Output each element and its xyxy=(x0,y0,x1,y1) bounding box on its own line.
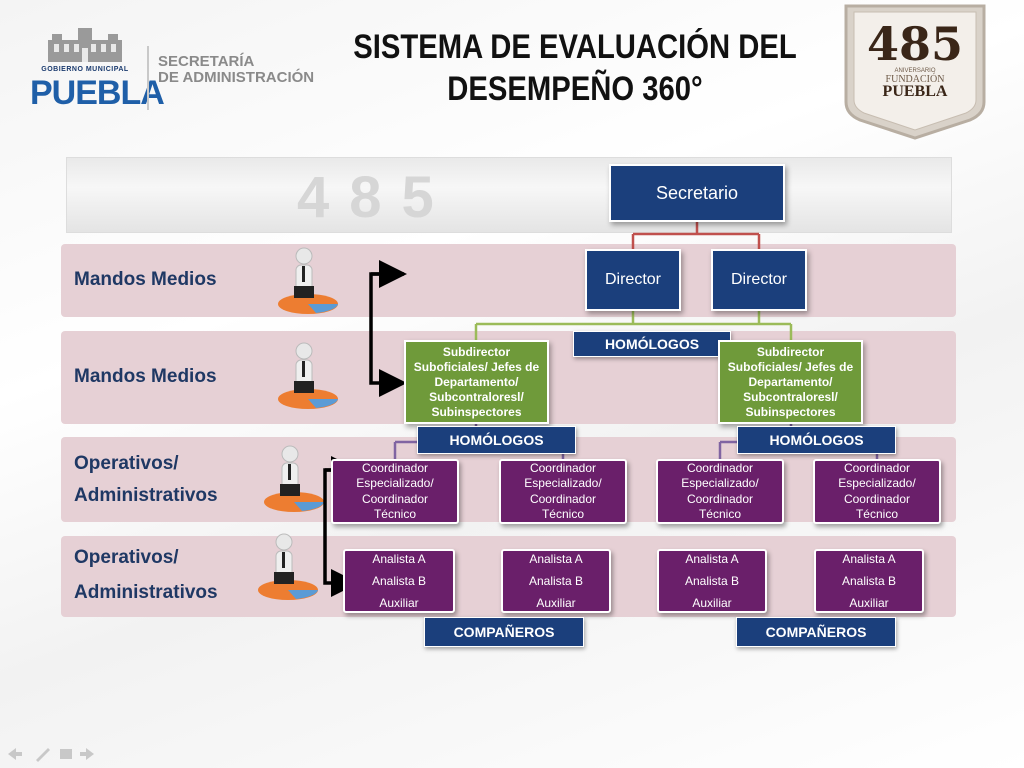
badge-sub1: ANIVERSARIO xyxy=(894,68,935,74)
title-line1: SISTEMA DE EVALUACIÓN DEL xyxy=(353,28,797,66)
secretario-box: Secretario xyxy=(609,164,785,222)
coordinador-line: Coordinador xyxy=(361,460,429,475)
subdirector-line: Subdirector xyxy=(442,344,511,359)
menu-icon xyxy=(60,749,72,759)
coordinador-line: Especializado/ xyxy=(524,476,602,490)
coordinador-box-4: Coordinador Especializado/ Coordinador T… xyxy=(813,459,941,524)
analyst-line: Analista A xyxy=(529,552,583,566)
homologos-tag: HOMÓLOGOS xyxy=(737,426,896,454)
subdirector-line: Subinspectores xyxy=(745,404,836,419)
coordinador-line: Especializado/ xyxy=(838,476,916,490)
coordinador-box-3: Coordinador Especializado/ Coordinador T… xyxy=(656,459,784,524)
analyst-box-2: Analista A Analista B Auxiliar xyxy=(501,549,611,613)
analyst-box-4: Analista A Analista B Auxiliar xyxy=(814,549,924,613)
previous-arrow-icon xyxy=(8,748,22,760)
analyst-line: Auxiliar xyxy=(849,596,889,610)
analyst-line: Analista A xyxy=(842,552,896,566)
coordinador-box-2: Coordinador Especializado/ Coordinador T… xyxy=(499,459,627,524)
subdirector-line: Subdirector xyxy=(756,344,825,359)
coordinador-line: Técnico xyxy=(855,507,898,521)
secretaria-label: SECRETARÍA DE ADMINISTRACIÓN xyxy=(158,54,314,86)
analyst-line: Analista A xyxy=(372,552,426,566)
coordinador-line: Especializado/ xyxy=(681,476,759,490)
analyst-line: Auxiliar xyxy=(379,596,419,610)
analyst-line: Analista B xyxy=(528,574,584,588)
companeros-tag: COMPAÑEROS xyxy=(736,617,896,647)
anniversary-badge: 485 ANIVERSARIO FUNDACIÓN PUEBLA xyxy=(844,4,986,140)
director-box-2: Director xyxy=(711,249,807,311)
subdirector-line: Suboficiales/ Jefes de xyxy=(413,359,540,374)
banner-watermark: 485 xyxy=(297,165,454,230)
analyst-line: Analista A xyxy=(685,552,739,566)
level-label-line2: Administrativos xyxy=(74,485,218,506)
person-at-laptop-icon xyxy=(258,533,318,600)
badge-number: 485 xyxy=(867,17,963,71)
analyst-line: Analista B xyxy=(684,574,740,588)
next-arrow-icon xyxy=(80,748,94,760)
director-box-1: Director xyxy=(585,249,681,311)
coordinador-line: Coordinador xyxy=(686,491,754,506)
badge-sub2: FUNDACIÓN xyxy=(886,73,945,85)
subdirector-line: Subinspectores xyxy=(431,404,522,419)
coordinador-line: Coordinador xyxy=(529,460,597,475)
level-label-line2: Administrativos xyxy=(74,582,218,603)
subdirector-box-2: Subdirector Suboficiales/ Jefes de Depar… xyxy=(718,340,863,424)
page-title: SISTEMA DE EVALUACIÓN DEL DESEMPEÑO 360° xyxy=(339,26,812,110)
coordinador-line: Técnico xyxy=(698,507,741,521)
puebla-logo: GOBIERNO MUNICIPAL PUEBLA xyxy=(30,26,165,116)
coordinador-line: Técnico xyxy=(373,507,416,521)
logo-city: PUEBLA xyxy=(30,74,165,112)
analyst-line: Analista B xyxy=(841,574,897,588)
subdirector-line: Departamento/ xyxy=(434,374,519,389)
level-label-line1: Operativos/ xyxy=(74,453,179,474)
city-hall-icon xyxy=(48,28,122,62)
analyst-line: Auxiliar xyxy=(692,596,732,610)
analyst-box-1: Analista A Analista B Auxiliar xyxy=(343,549,455,613)
analyst-line: Analista B xyxy=(371,574,427,588)
coordinador-line: Técnico xyxy=(541,507,584,521)
coordinador-line: Coordinador xyxy=(843,491,911,506)
person-at-laptop-icon xyxy=(278,247,338,314)
title-line2: DESEMPEÑO 360° xyxy=(447,70,703,108)
subdirector-box-1: Subdirector Suboficiales/ Jefes de Depar… xyxy=(404,340,549,424)
logo-divider xyxy=(147,46,149,110)
person-at-laptop-icon xyxy=(264,445,324,512)
subdirector-line: Subcontraloresl/ xyxy=(743,389,838,404)
level-label: Mandos Medios xyxy=(74,269,217,290)
level-label: Mandos Medios xyxy=(74,366,217,387)
coordinador-line: Coordinador xyxy=(843,460,911,475)
coordinador-line: Coordinador xyxy=(686,460,754,475)
analyst-line: Auxiliar xyxy=(536,596,576,610)
subdirector-line: Suboficiales/ Jefes de xyxy=(727,359,854,374)
companeros-tag: COMPAÑEROS xyxy=(424,617,584,647)
pen-icon xyxy=(36,748,50,762)
homologos-tag: HOMÓLOGOS xyxy=(573,331,731,357)
level-band-1: Mandos Medios xyxy=(61,244,956,317)
secretaria-line1: SECRETARÍA xyxy=(158,53,255,70)
slideshow-nav[interactable] xyxy=(6,746,96,762)
coordinador-line: Especializado/ xyxy=(356,476,434,490)
secretaria-line2: DE ADMINISTRACIÓN xyxy=(158,69,315,86)
logo-small-text: GOBIERNO MUNICIPAL xyxy=(41,66,129,73)
coordinador-line: Coordinador xyxy=(361,491,429,506)
person-at-laptop-icon xyxy=(278,342,338,409)
badge-city: PUEBLA xyxy=(883,83,948,100)
analyst-box-3: Analista A Analista B Auxiliar xyxy=(657,549,767,613)
coordinador-box-1: Coordinador Especializado/ Coordinador T… xyxy=(331,459,459,524)
subdirector-line: Departamento/ xyxy=(748,374,833,389)
coordinador-line: Coordinador xyxy=(529,491,597,506)
subdirector-line: Subcontraloresl/ xyxy=(429,389,524,404)
homologos-tag: HOMÓLOGOS xyxy=(417,426,576,454)
level-label-line1: Operativos/ xyxy=(74,547,179,568)
background-banner: 485 xyxy=(66,157,952,233)
